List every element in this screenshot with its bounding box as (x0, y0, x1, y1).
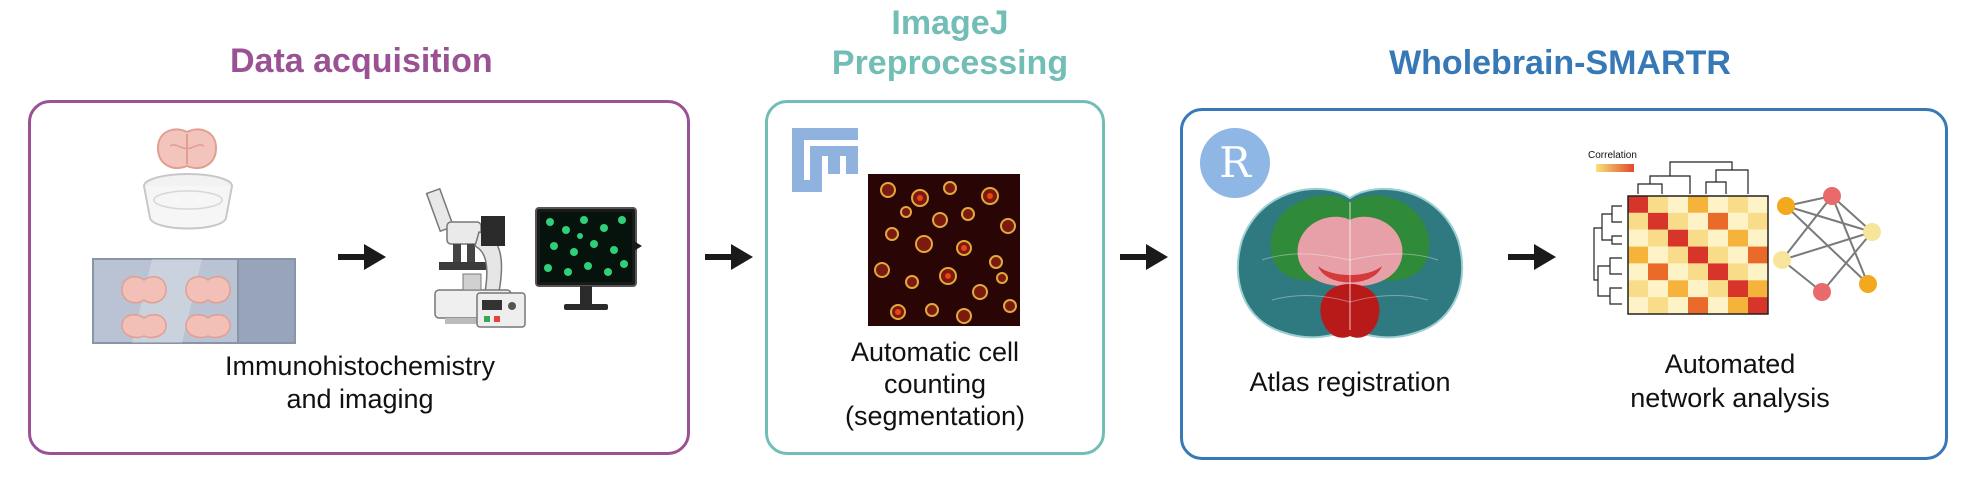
heatmap-cell (1708, 297, 1728, 314)
heatmap-cell (1728, 280, 1748, 298)
imagej-panel (765, 100, 1105, 455)
heatmap-cell (1668, 263, 1688, 281)
heatmap-cell (1748, 196, 1768, 213)
imagej-caption-line1: Automatic cell (850, 337, 1020, 367)
power-supply-icon (476, 292, 526, 328)
wholebrain-title: Wholebrain-SMARTR (1389, 44, 1731, 82)
heatmap-cell (1628, 263, 1648, 281)
heatmap-cell (1668, 229, 1688, 247)
heatmap-cell (1728, 246, 1748, 264)
petri-dish-icon (140, 170, 236, 236)
fiji-logo-icon (790, 126, 860, 194)
heatmap-cell (1708, 280, 1728, 298)
wholebrain-panel (1180, 108, 1948, 460)
heatmap-cell (1688, 280, 1708, 298)
heatmap-cell (1728, 212, 1748, 230)
heatmap-cell (1648, 246, 1668, 264)
acquisition-title: Data acquisition (230, 42, 493, 80)
heatmap-legend-label: Correlation (1588, 150, 1637, 161)
microscope-slide-icon (92, 258, 296, 344)
heatmap-cell (1708, 212, 1728, 230)
heatmap-cell (1728, 297, 1748, 314)
heatmap-cell (1648, 263, 1668, 281)
heatmap-cell (1688, 229, 1708, 247)
heatmap-cell (1748, 297, 1768, 314)
acquisition-caption-line1: Immunohistochemistry (224, 351, 496, 381)
heatmap-cell (1628, 212, 1648, 230)
imagej-title-line2: Preprocessing (831, 44, 1069, 82)
heatmap-cell (1628, 297, 1648, 314)
heatmap-cell (1648, 212, 1668, 230)
arrow-icon (338, 242, 386, 272)
heatmap-cell (1628, 246, 1648, 264)
network-caption-line1: Automated (1664, 349, 1796, 379)
heatmap-cell (1748, 263, 1768, 281)
cell-image-icon (868, 174, 1020, 326)
heatmap-cell (1688, 297, 1708, 314)
heatmap-cell (1688, 196, 1708, 213)
arrow-icon (1508, 242, 1556, 272)
r-logo-icon: R (1200, 128, 1270, 198)
brain-atlas-icon (1232, 180, 1468, 350)
heatmap-cell (1668, 212, 1688, 230)
imagej-caption-line2: counting (883, 369, 987, 399)
heatmap-cell (1728, 229, 1748, 247)
heatmap-cell (1748, 229, 1768, 247)
heatmap-cell (1748, 212, 1768, 230)
heatmap-cell (1628, 229, 1648, 247)
network-caption-line2: network analysis (1630, 383, 1830, 413)
heatmap-cell (1668, 280, 1688, 298)
heatmap-cell (1668, 297, 1688, 314)
heatmap-cell (1688, 212, 1708, 230)
brain-slice-icon (152, 126, 222, 176)
heatmap-cell (1628, 196, 1648, 213)
heatmap-cell (1688, 263, 1708, 281)
heatmap-cell (1708, 263, 1728, 281)
heatmap-cell (1708, 196, 1728, 213)
heatmap-cell (1648, 196, 1668, 213)
arrow-icon (705, 242, 753, 272)
heatmap-cell (1648, 297, 1668, 314)
correlation-heatmap-icon (1590, 148, 1778, 320)
heatmap-cell (1648, 229, 1668, 247)
heatmap-cell (1668, 246, 1688, 264)
heatmap-cell (1748, 246, 1768, 264)
heatmap-cell (1628, 280, 1648, 298)
acquisition-panel (28, 100, 690, 455)
heatmap-cell (1668, 196, 1688, 213)
imagej-title-line1: ImageJ (891, 4, 1009, 42)
heatmap-cell (1648, 280, 1668, 298)
heatmap-cell (1728, 263, 1748, 281)
heatmap-cell (1708, 229, 1728, 247)
network-graph-icon (1772, 184, 1892, 304)
heatmap-cell (1748, 280, 1768, 298)
arrow-icon (1120, 242, 1168, 272)
heatmap-cell (1688, 246, 1708, 264)
monitor-icon (534, 206, 644, 316)
heatmap-cell (1708, 246, 1728, 264)
imagej-caption-line3: (segmentation) (844, 401, 1026, 431)
heatmap-cell (1728, 196, 1748, 213)
atlas-registration-caption: Atlas registration (1249, 367, 1451, 397)
acquisition-caption-line2: and imaging (286, 384, 434, 414)
